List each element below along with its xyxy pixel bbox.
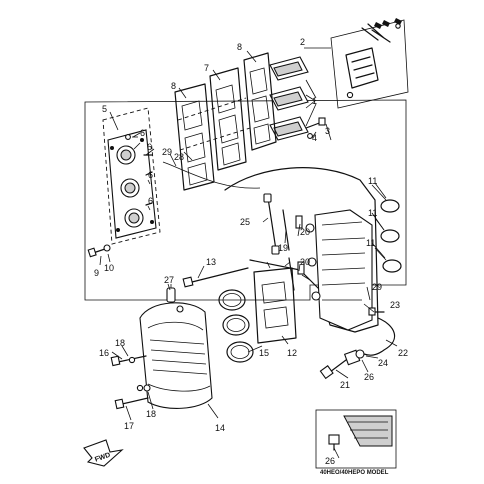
callout-23: 23 (390, 300, 400, 310)
assembly-frame (84, 99, 407, 301)
fwd-arrow (83, 439, 124, 467)
callout-27: 27 (164, 275, 174, 285)
callout-28: 28 (174, 152, 184, 162)
callout-8a: 8 (237, 42, 242, 52)
callout-11a: 11 (368, 176, 377, 186)
callout-5: 5 (102, 104, 107, 114)
crankcase (224, 167, 379, 333)
bolt-13 (182, 267, 249, 288)
callout-2: 2 (300, 37, 305, 47)
reed-valve-detail (304, 18, 409, 109)
callout-20a: 20 (300, 227, 310, 237)
callout-29b: 29 (372, 282, 382, 292)
callout-3: 3 (325, 126, 330, 136)
callout-13: 13 (206, 257, 216, 267)
callout-7: 7 (204, 63, 209, 73)
callout-26a: 26 (364, 372, 374, 382)
silencer-gasket (253, 267, 297, 344)
callout-numbers: 1 2 3 4 5 6 6 6 6 7 8 8 9 10 11 11 11 12… (94, 37, 408, 466)
bypass-links (263, 193, 305, 291)
callout-25: 25 (240, 217, 250, 227)
callout-10: 10 (104, 263, 114, 273)
drain-fittings (319, 307, 396, 380)
callout-21: 21 (340, 380, 350, 390)
callout-24: 24 (378, 358, 388, 368)
callout-6a: 6 (140, 128, 145, 138)
callout-15: 15 (259, 348, 269, 358)
callout-19: 19 (278, 243, 288, 253)
bolts-16-17 (110, 355, 149, 410)
callout-1: 1 (312, 96, 317, 106)
callout-20b: 20 (300, 257, 310, 267)
intake-manifold (102, 107, 261, 245)
reed-valve-assembly (269, 56, 317, 141)
callout-12: 12 (287, 348, 297, 358)
o-rings (218, 289, 254, 363)
model-inset (315, 409, 397, 469)
callout-29a: 29 (162, 147, 172, 157)
callout-11c: 11 (366, 238, 375, 248)
callout-6c: 6 (148, 170, 153, 180)
reed-plate-gaskets (174, 52, 277, 191)
callout-22: 22 (398, 348, 408, 358)
callout-6d: 6 (148, 196, 153, 206)
callout-6b: 6 (147, 142, 152, 152)
leader-lines (99, 50, 398, 459)
callout-16: 16 (99, 348, 109, 358)
silencer (139, 302, 213, 409)
callout-11b: 11 (368, 208, 377, 218)
callout-8b: 8 (171, 81, 176, 91)
callout-14: 14 (215, 423, 225, 433)
reed-bolts (305, 117, 326, 139)
callout-4: 4 (312, 133, 317, 143)
callout-9: 9 (94, 268, 99, 278)
callout-17: 17 (124, 421, 134, 431)
callout-18b: 18 (146, 409, 156, 419)
callout-18a: 18 (115, 338, 125, 348)
inset-caption: 40HEO/40HEPO MODEL (320, 470, 389, 476)
callout-26b: 26 (325, 456, 335, 466)
grommet-27 (166, 284, 176, 303)
bolts-9-10 (87, 244, 111, 258)
